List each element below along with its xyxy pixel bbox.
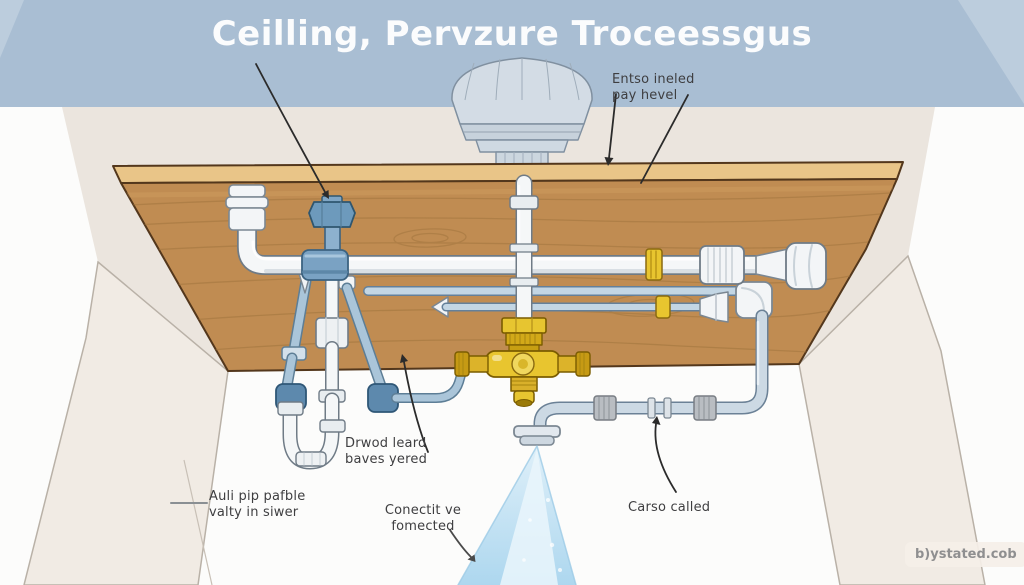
blue-tee-valve [301,195,356,281]
diagram-title: Ceilling, Pervzure Troceessgus [211,14,813,54]
left-wall-panel [23,260,229,585]
pipe-assembly [225,174,827,585]
label-wall-panel: Auli pip pafble valty in siwer [209,489,306,520]
right-wall-panel [798,254,986,585]
ring-coupling [319,419,346,433]
main-white-pipe [225,184,827,290]
label-pipe: Carso called [628,500,711,515]
ring-coupling [277,401,304,416]
compression-nut [308,201,356,228]
arrow-to-spray [449,529,476,562]
thin-blue-pipe-lower [431,291,729,323]
knurled-cap [454,351,470,377]
tee-collar [509,243,539,253]
label-spray: Conectit ve fomected [384,503,462,534]
ring-coupling [663,397,672,419]
water-spray [457,445,577,585]
ceiling-corner-left [0,0,24,58]
center-vertical-pipe [509,174,539,325]
white-coupling [699,245,745,285]
ring-coupling [509,195,539,210]
arrow-to-trap [400,354,429,453]
label-trap: Drwod leard baves yered [345,436,428,467]
ridge-coupling [295,451,327,467]
knurled-cap [575,351,591,377]
watermark: b)ystated.cob [905,542,1024,567]
left-assembly [275,269,468,470]
tee-collar [509,277,539,287]
brass-mixing-valve [454,317,591,407]
right-down-pipe [533,281,773,437]
label-inlet: Entso ineled pay hevel [612,72,695,103]
bell-nozzle [785,242,827,290]
arrow-to-compression-nut [255,63,329,199]
annotation-arrows [170,63,689,562]
valve-stem [324,223,341,253]
brass-ring [645,248,663,281]
brass-ring [655,295,671,319]
spray-nozzle [513,425,561,446]
ring-coupling [647,397,656,419]
flange-ring [225,196,269,209]
pipe-stub [228,207,266,231]
arrow-to-panel [604,93,689,184]
ceiling-corner-right [958,0,1024,104]
arrow-to-pipe [652,416,677,493]
knurled-coupling [593,395,617,421]
knurled-coupling [693,395,717,421]
flange-ring [228,184,266,198]
